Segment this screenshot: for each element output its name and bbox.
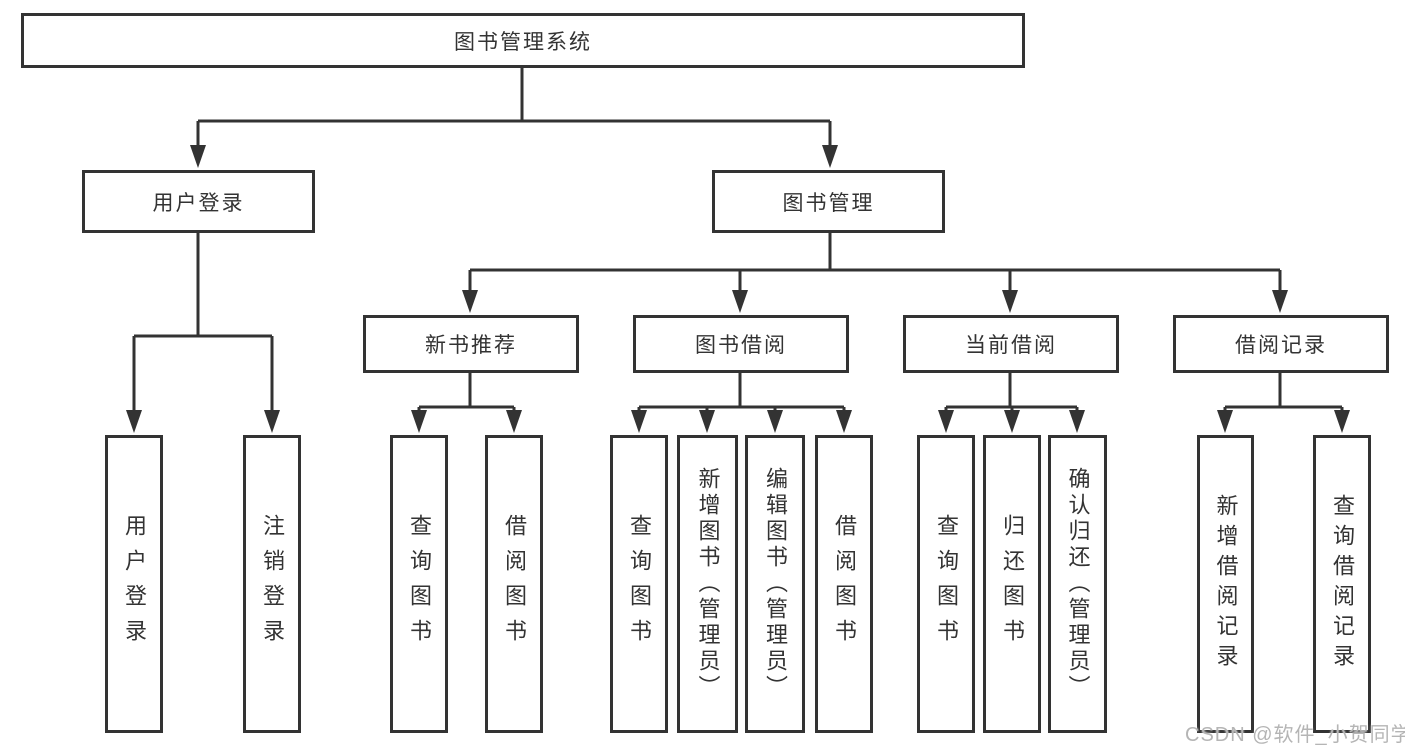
leaf-query-books-current: 查询图书 [917, 435, 975, 733]
node-label: 图书借阅 [695, 334, 787, 357]
arrow-down [506, 410, 522, 433]
node-label: 借阅记录 [1235, 334, 1327, 357]
arrow-down [126, 410, 142, 433]
arrow-down [1334, 410, 1350, 433]
node-library-management-system: 图书管理系统 [21, 13, 1025, 68]
leaf-label: 查询借阅记录 [1330, 494, 1355, 674]
connector-login-to-leaves [126, 233, 280, 433]
leaf-label: 查询图书 [934, 514, 959, 654]
leaf-add-borrow-record: 新增借阅记录 [1197, 435, 1254, 733]
leaf-user-login: 用户登录 [105, 435, 163, 733]
node-book-borrowing: 图书借阅 [633, 315, 849, 373]
arrow-down [264, 410, 280, 433]
leaf-add-books-admin: 新增图书（管理员） [677, 435, 738, 733]
leaf-label: 查询图书 [627, 514, 652, 654]
connector-mgmt-to-level3 [462, 233, 1288, 313]
leaf-query-books-recommend: 查询图书 [390, 435, 448, 733]
connector-current-to-leaves [938, 373, 1085, 433]
node-user-login: 用户登录 [82, 170, 315, 233]
leaf-label: 归还图书 [1000, 514, 1025, 654]
arrow-down [631, 410, 647, 433]
leaf-label: 新增借阅记录 [1213, 494, 1239, 674]
leaf-logout: 注销登录 [243, 435, 301, 733]
leaf-borrow-books: 借阅图书 [815, 435, 873, 733]
arrow-down [732, 290, 748, 313]
leaf-label: 借阅图书 [502, 514, 527, 654]
node-label: 用户登录 [152, 191, 245, 215]
leaf-label: 借阅图书 [832, 514, 857, 654]
leaf-confirm-return-admin: 确认归还（管理员） [1048, 435, 1107, 733]
leaf-label: 编辑图书（管理员） [763, 467, 788, 701]
leaf-label: 用户登录 [122, 514, 147, 654]
node-label: 新书推荐 [425, 334, 517, 357]
arrow-down [938, 410, 954, 433]
leaf-query-books-borrow: 查询图书 [610, 435, 668, 733]
node-label: 图书管理 [782, 191, 875, 215]
node-new-book-recommendation: 新书推荐 [363, 315, 579, 373]
node-label: 当前借阅 [965, 334, 1057, 357]
arrow-down [1002, 290, 1018, 313]
leaf-borrow-books-recommend: 借阅图书 [485, 435, 543, 733]
connector-root-to-level2 [190, 68, 838, 168]
connector-records-to-leaves [1217, 373, 1350, 433]
leaf-edit-books-admin: 编辑图书（管理员） [745, 435, 805, 733]
leaf-label: 查询图书 [407, 514, 432, 654]
node-label: 图书管理系统 [454, 30, 592, 54]
arrow-down [699, 410, 715, 433]
arrow-down [1004, 410, 1020, 433]
arrow-down [190, 145, 206, 168]
arrow-down [836, 410, 852, 433]
arrow-down [822, 145, 838, 168]
arrow-down [462, 290, 478, 313]
node-current-borrowing: 当前借阅 [903, 315, 1119, 373]
arrow-down [767, 410, 783, 433]
arrow-down [411, 410, 427, 433]
leaf-return-books: 归还图书 [983, 435, 1041, 733]
node-book-management: 图书管理 [712, 170, 945, 233]
leaf-label: 确认归还（管理员） [1065, 467, 1091, 701]
node-borrowing-records: 借阅记录 [1173, 315, 1389, 373]
arrow-down [1069, 410, 1085, 433]
arrow-down [1272, 290, 1288, 313]
csdn-watermark: CSDN @软件_小贺同学 [1185, 724, 1405, 746]
connector-rec-to-leaves [411, 373, 522, 433]
arrow-down [1217, 410, 1233, 433]
leaf-label: 注销登录 [260, 514, 285, 654]
leaf-query-borrow-record: 查询借阅记录 [1313, 435, 1371, 733]
leaf-label: 新增图书（管理员） [695, 467, 721, 701]
connector-borrow-to-leaves [631, 373, 852, 433]
